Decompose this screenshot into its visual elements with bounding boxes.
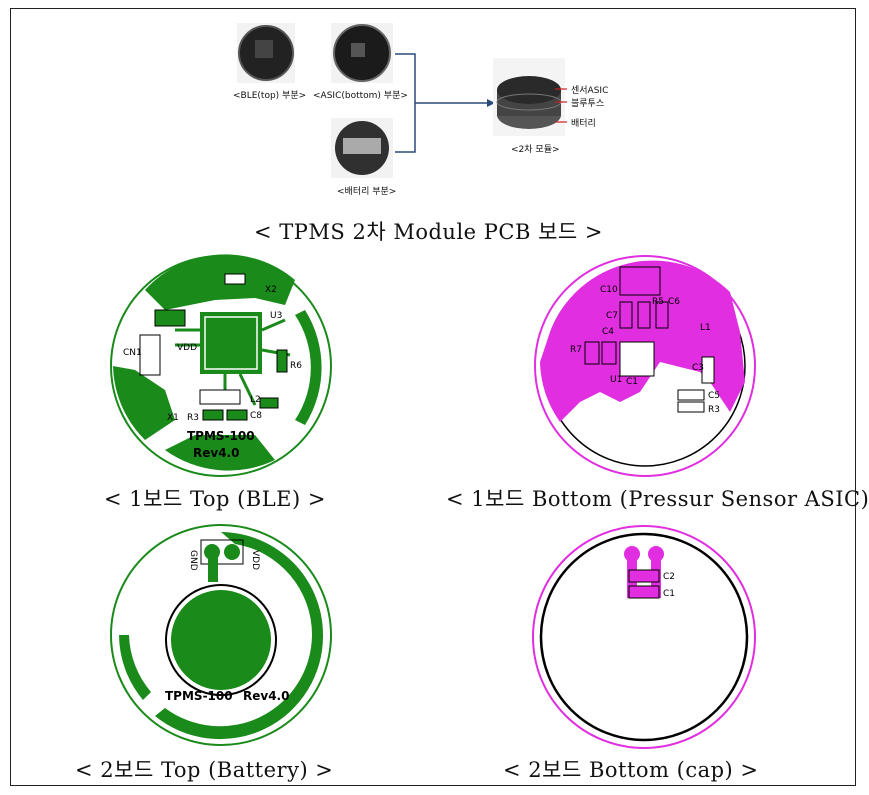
b1b-label-r5: R5 [652,297,664,307]
b1b-label-c10: C10 [600,285,618,295]
module-photo-composite: <BLE(top) 부분> <ASIC(bottom) 부분> <배터리 부분>… [225,18,660,205]
board1-bottom-pcb: C10 R5 C6 C7 C4 R7 U1 C1 C5 C3 R3 L1 [534,255,756,477]
caption-board1-top: < 1보드 Top (BLE) > [104,487,326,511]
b1b-label-c3: C3 [692,363,704,373]
board2-bottom-pcb: C2 C1 [532,525,756,749]
caption-board2-top: < 2보드 Top (Battery) > [75,758,334,782]
board1-top-pcb: CN1 VDD X1 R3 C8 L2 X2 U3 R6 TPMS-100 Re… [110,254,332,477]
label-module-2: <2차 모듈> [511,145,560,155]
b2b-label-c1: C1 [663,589,675,599]
caption-module-pcb: < TPMS 2차 Module PCB 보드 > [254,220,603,244]
b1b-label-r3: R3 [708,405,720,415]
b1t-label-l2: L2 [250,395,261,405]
module-photo [497,76,561,104]
caption-board1-bottom: < 1보드 Bottom (Pressur Sensor ASIC) > [446,487,869,511]
b1b-label-u1: U1 [610,375,622,385]
label-ble-top: <BLE(top) 부분> [233,91,307,101]
b2b-label-c2: C2 [663,572,675,582]
b1t-label-r6: R6 [290,361,302,371]
b2t-label-gnd: GND [188,550,198,571]
b2t-label-vdd: VDD [250,550,260,570]
b2t-text-tpms: TPMS-100 [165,689,233,703]
label-battery-part: <배터리 부분> [337,187,397,197]
label-sensor-asic: 센서ASIC [571,86,609,96]
b1t-label-c8: C8 [250,411,262,421]
label-asic-bottom: <ASIC(bottom) 부분> [313,91,408,101]
b2t-text-rev: Rev4.0 [243,689,289,703]
b1b-label-c1: C1 [626,377,638,387]
board2-top-pcb: GND VDD TPMS-100 Rev4.0 [110,524,332,746]
b1b-label-r7: R7 [570,345,582,355]
b1b-label-c4: C4 [602,327,614,337]
b1t-text-tpms: TPMS-100 [187,429,255,443]
b1b-label-l1: L1 [700,323,711,333]
b1b-label-c7: C7 [606,311,618,321]
b1t-label-vdd: VDD [177,343,197,353]
caption-board2-bottom: < 2보드 Bottom (cap) > [503,758,759,782]
label-battery: 배터리 [571,119,596,129]
b1t-label-x1: X1 [167,413,179,423]
label-bluetooth: 블루투스 [571,99,605,109]
b1b-label-c5: C5 [708,391,720,401]
b1b-label-c6: C6 [668,297,680,307]
figure-frame [10,8,856,786]
b1t-label-x2: X2 [265,285,277,295]
b1t-text-rev: Rev4.0 [193,446,239,460]
b1t-label-r3: R3 [187,413,199,423]
b1t-label-cn1: CN1 [123,348,142,358]
b1t-label-u3: U3 [270,311,282,321]
